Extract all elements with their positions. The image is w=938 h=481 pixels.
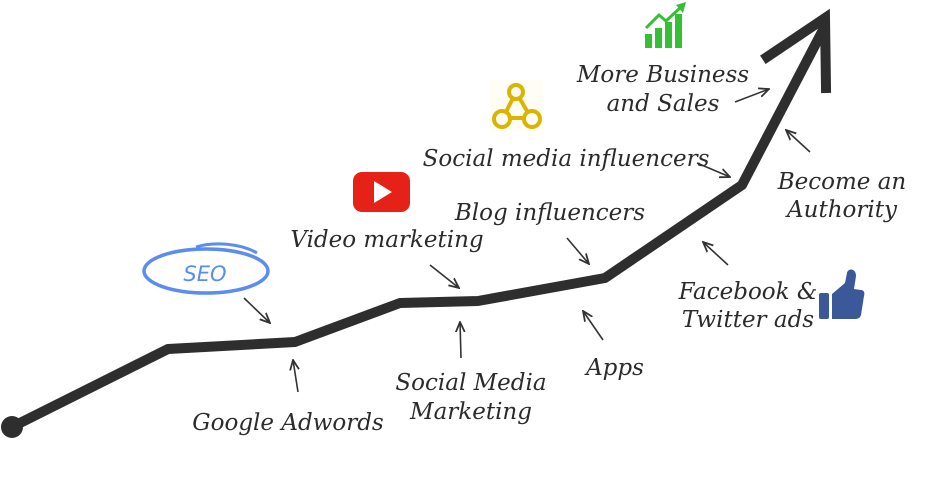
arrow-seo bbox=[243, 297, 270, 323]
label-video-marketing: Video marketing bbox=[290, 227, 483, 253]
arrow-apps bbox=[583, 311, 604, 341]
bar-chart-growth-icon bbox=[644, 2, 686, 48]
label-more-business-line2: and Sales bbox=[607, 91, 720, 117]
label-social-media-influencers: Social media influencers bbox=[423, 146, 710, 172]
arrow-facebook-twitter bbox=[703, 242, 729, 266]
seo-oval-icon: SEO bbox=[142, 242, 270, 295]
label-blog-influencers: Blog influencers bbox=[454, 200, 645, 226]
line-start-dot bbox=[1, 416, 23, 438]
label-become-authority-line2: Authority bbox=[785, 197, 898, 223]
arrow-video-marketing bbox=[429, 264, 459, 288]
arrow-google-adwords bbox=[293, 360, 298, 393]
share-network-icon bbox=[490, 80, 543, 132]
arrow-more-business bbox=[734, 89, 769, 103]
label-more-business-line1: More Business bbox=[576, 62, 749, 88]
label-social-media-marketing-line1: Social Media bbox=[395, 370, 546, 396]
arrow-social-media-influencers bbox=[696, 162, 730, 177]
growth-arrowhead bbox=[760, 8, 832, 94]
youtube-icon bbox=[353, 172, 410, 212]
label-facebook-twitter-line1: Facebook & bbox=[678, 279, 818, 305]
thumbs-up-icon bbox=[819, 269, 865, 319]
label-google-adwords: Google Adwords bbox=[192, 410, 384, 436]
arrow-social-media-marketing bbox=[460, 322, 461, 359]
label-apps: Apps bbox=[584, 355, 644, 381]
arrow-become-authority bbox=[786, 130, 811, 153]
growth-line bbox=[7, 25, 828, 432]
pointer-arrows bbox=[243, 89, 811, 393]
label-social-media-marketing-line2: Marketing bbox=[409, 399, 532, 425]
arrow-blog-influencers bbox=[566, 237, 589, 264]
seo-label: SEO bbox=[183, 262, 226, 286]
label-become-authority-line1: Become an bbox=[777, 169, 907, 195]
label-facebook-twitter-line2: Twitter ads bbox=[682, 307, 814, 333]
